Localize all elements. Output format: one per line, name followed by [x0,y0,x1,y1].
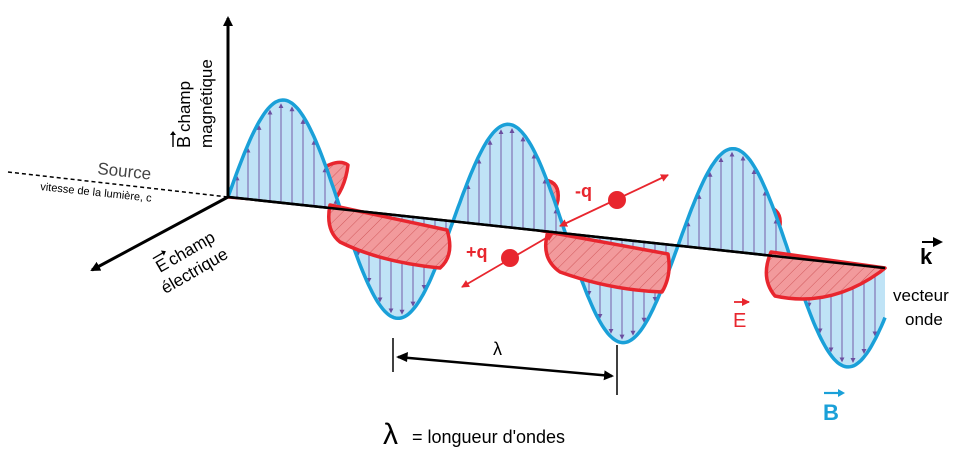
wave-vector-label-line2: onde [905,310,943,329]
b-axis-letter: B [174,136,194,148]
source-speed-label: vitesse de la lumière, c [40,181,153,205]
e-field-letter: E [733,310,746,332]
lambda-caption-symbol: λ [383,418,398,449]
charge-positive-dot [501,249,519,267]
charge-positive-group [461,233,554,288]
b-axis-label: B champ magnétique [170,59,216,148]
charge-negative-label: -q [575,181,592,201]
charge-negative-dot [608,191,626,209]
charge-positive-label: +q [466,242,488,262]
k-letter: k [920,244,933,269]
propagation-axis-front [227,195,886,270]
b-wave-curve [226,98,887,369]
e-axis-line [90,195,229,272]
b-field-letter: B [823,400,839,425]
lambda-caption-text: = longueur d'ondes [412,427,565,447]
lambda-symbol: λ [493,339,502,359]
wave-vector-label-line1: vecteur [893,286,949,305]
source-speed-text: vitesse de la lumière, c [40,181,153,205]
b-axis-label-line1: champ [175,81,194,132]
source-text: Source [97,159,153,184]
e-wave-front-lobes [327,203,887,301]
charge-negative-group [559,174,669,227]
wavelength-marker [392,338,618,395]
source-label: Source [97,159,153,184]
b-axis-label-line2: magnétique [197,59,216,148]
source-dashed-line [7,171,229,198]
